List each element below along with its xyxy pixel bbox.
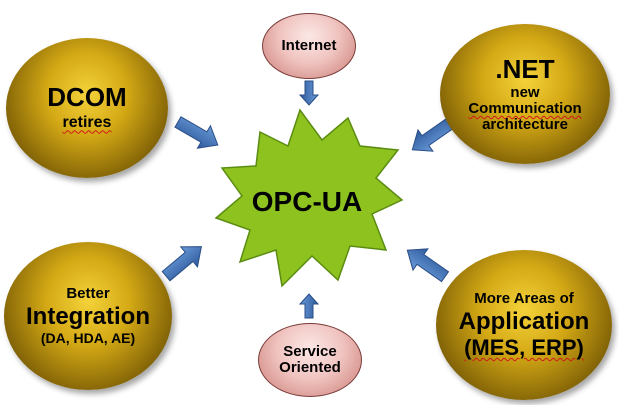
internet-label: Internet xyxy=(281,37,337,55)
application-node: More Areas of Application (MES, ERP) xyxy=(436,250,612,400)
integration-title: Integration xyxy=(26,302,150,330)
service-node: Service Oriented xyxy=(258,323,362,397)
dcom-title: DCOM xyxy=(47,81,127,112)
application-list: (MES, ERP) xyxy=(464,334,584,360)
application-title: Application xyxy=(458,307,590,335)
arrow-internet-to-center xyxy=(298,80,320,106)
dotnet-communication: Communication xyxy=(468,99,582,117)
dotnet-architecture: architecture xyxy=(482,115,568,133)
dcom-subtitle: retires xyxy=(62,114,112,132)
opc-ua-label: OPC-UA xyxy=(251,186,363,217)
application-more: More Areas of xyxy=(474,289,574,307)
opc-ua-starburst xyxy=(214,108,404,288)
integration-better: Better xyxy=(66,285,110,303)
internet-node: Internet xyxy=(262,13,356,79)
dcom-node: DCOM retires xyxy=(6,38,168,178)
service-line2: Oriented xyxy=(279,359,341,376)
service-line1: Service xyxy=(283,343,337,361)
arrow-dotnet-to-center xyxy=(411,117,455,152)
arrow-application-to-center xyxy=(406,248,450,283)
arrow-service-to-center xyxy=(298,293,320,319)
arrow-dcom-to-center xyxy=(174,116,219,149)
dotnet-title: .NET xyxy=(495,53,555,84)
arrow-integration-to-center xyxy=(161,246,202,282)
integration-node: Better Integration (DA, HDA, AE) xyxy=(4,242,172,390)
integration-list: (DA, HDA, AE) xyxy=(40,330,136,347)
dotnet-new: new xyxy=(510,84,540,102)
dotnet-node: .NET new Communication architecture xyxy=(440,24,610,164)
